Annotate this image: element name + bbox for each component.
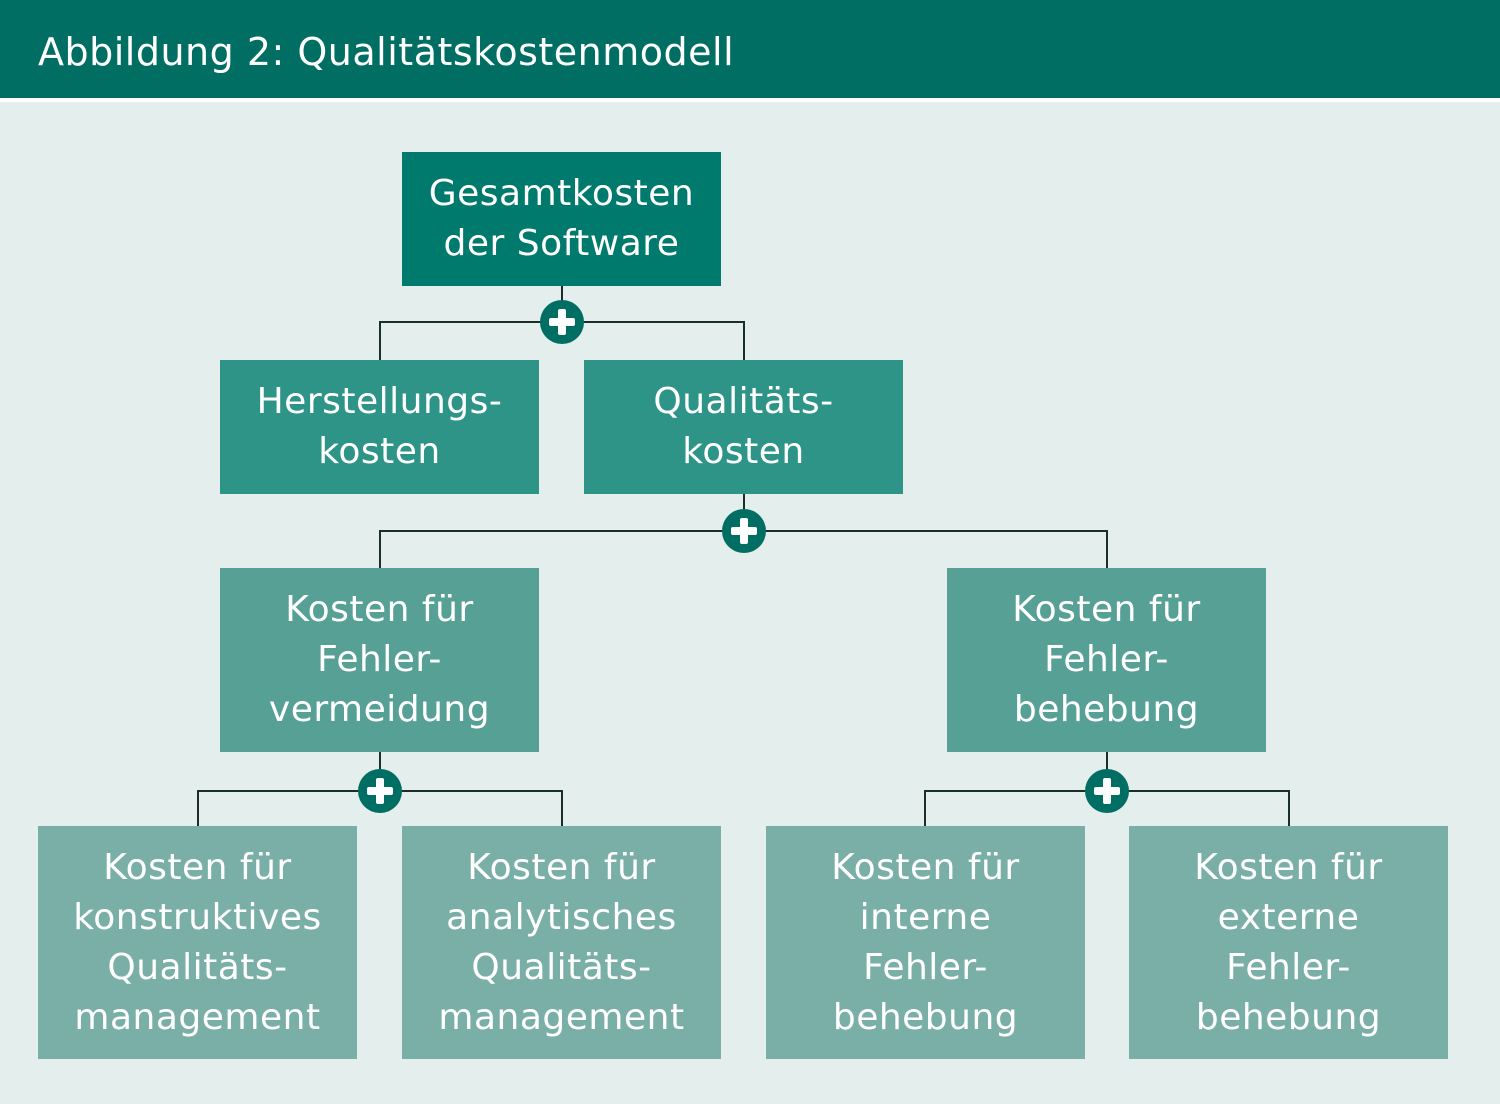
node-internal-error-correction-costs-line-2: interne [859,896,992,938]
node-constructive-qm-costs-line-3: Qualitäts- [107,946,288,988]
node-total-costs: Gesamtkosten der Software [402,152,721,286]
plus-icon [540,300,584,344]
node-external-error-correction-costs-line-4: behebung [1195,996,1382,1038]
node-internal-error-correction-costs-line-1: Kosten für [831,846,1020,888]
node-external-error-correction-costs-line-2: externe [1217,896,1360,938]
plus-icon [722,509,766,553]
node-error-correction-costs-line-1: Kosten für [1012,589,1201,630]
node-constructive-qm-costs: Kosten für konstruktives Qualitäts- mana… [38,826,357,1059]
node-total-costs-line-1: Gesamtkosten [428,173,695,214]
node-analytical-qm-costs-line-2: analytisches [446,896,677,938]
node-error-correction-costs: Kosten für Fehler- behebung [947,568,1266,752]
node-external-error-correction-costs: Kosten für externe Fehler- behebung [1129,826,1448,1059]
node-error-prevention-costs-line-2: Fehler- [317,639,442,680]
node-quality-costs-line-1: Qualitäts- [653,381,834,422]
node-constructive-qm-costs-line-1: Kosten für [103,846,292,888]
node-analytical-qm-costs-line-3: Qualitäts- [471,946,652,988]
plus-icon [358,769,402,813]
node-constructive-qm-costs-line-4: management [74,996,321,1038]
node-internal-error-correction-costs-line-3: Fehler- [863,946,988,988]
node-production-costs-line-2: kosten [318,431,441,472]
node-production-costs: Herstellungs- kosten [220,360,539,494]
node-error-correction-costs-line-2: Fehler- [1044,639,1169,680]
node-quality-costs-line-2: kosten [682,431,805,472]
node-quality-costs: Qualitäts- kosten [584,360,903,494]
node-external-error-correction-costs-line-1: Kosten für [1194,846,1383,888]
node-error-prevention-costs: Kosten für Fehler- vermeidung [220,568,539,752]
node-constructive-qm-costs-line-2: konstruktives [73,896,322,938]
node-error-correction-costs-line-3: behebung [1013,689,1200,730]
plus-icon [1085,769,1129,813]
node-external-error-correction-costs-line-3: Fehler- [1226,946,1351,988]
node-internal-error-correction-costs-line-4: behebung [832,996,1019,1038]
node-error-prevention-costs-line-1: Kosten für [285,589,474,630]
figure-title: Abbildung 2: Qualitätskostenmodell [38,30,735,74]
figure-header: Abbildung 2: Qualitätskostenmodell [0,0,1500,102]
node-analytical-qm-costs-line-4: management [438,996,685,1038]
node-analytical-qm-costs-line-1: Kosten für [467,846,656,888]
node-error-prevention-costs-line-3: vermeidung [268,689,491,730]
node-total-costs-line-2: der Software [443,223,680,264]
node-analytical-qm-costs: Kosten für analytisches Qualitäts- manag… [402,826,721,1059]
node-internal-error-correction-costs: Kosten für interne Fehler- behebung [766,826,1085,1059]
node-production-costs-line-1: Herstellungs- [256,381,503,422]
